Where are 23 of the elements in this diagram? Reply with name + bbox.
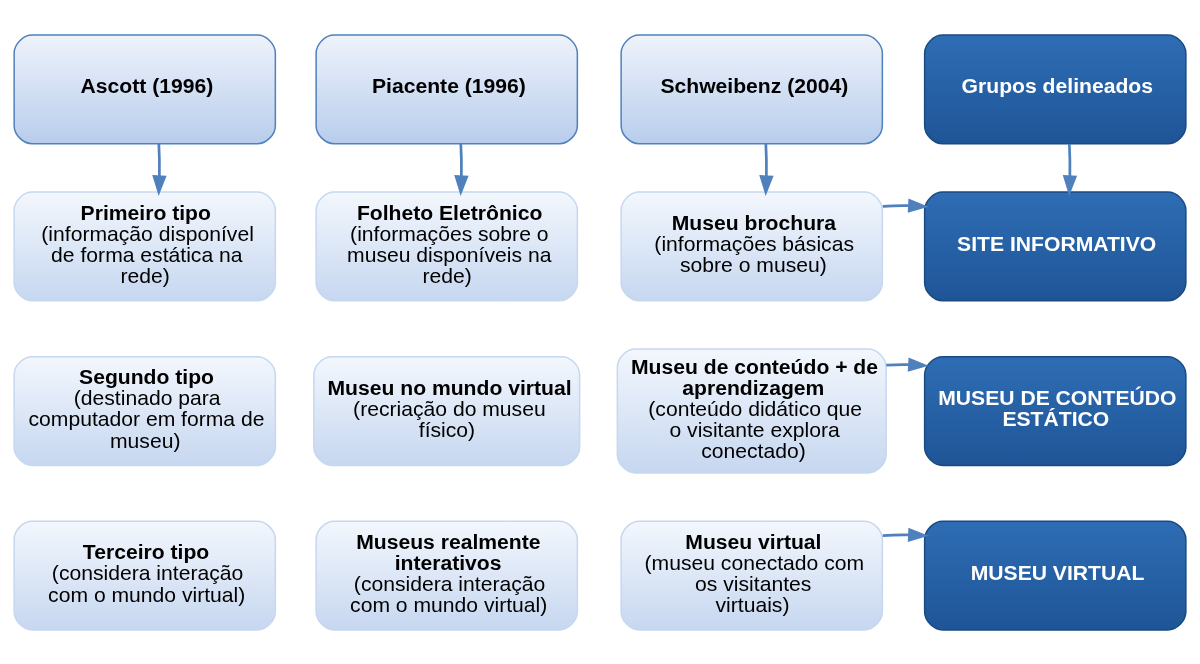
node-box: Grupos delineados bbox=[923, 33, 1187, 144]
node-box: Primeiro tipo (informação disponível de forma estática na rede) bbox=[13, 190, 277, 302]
node-box: Folheto Eletrônico (informações sobre o museu disponíveis na rede) bbox=[315, 190, 579, 302]
node-box: Museu de conteúdo + de aprendizagem (conteúdo didático que o visitante explora conectado) bbox=[616, 347, 887, 474]
node-box: Terceiro tipo (considera interação com o mundo virtual) bbox=[13, 520, 277, 631]
node-box: Ascott (1996) bbox=[13, 33, 277, 144]
arrow bbox=[882, 527, 929, 542]
arrow bbox=[152, 143, 167, 196]
node-box: Museu virtual (museu conectado com os visitantes virtuais) bbox=[620, 520, 884, 631]
node-box: Schweibenz (2004) bbox=[620, 33, 884, 144]
arrow bbox=[882, 198, 929, 213]
node-box: MUSEU DE CONTEÚDO ESTÁTICO bbox=[923, 355, 1187, 466]
node-box: Museu no mundo virtual (recriação do museu físico) bbox=[313, 355, 581, 466]
node-box: SITE INFORMATIVO bbox=[923, 190, 1187, 302]
arrow bbox=[759, 143, 774, 196]
node-box: Piacente (1996) bbox=[315, 33, 579, 144]
node-box: Museus realmente interativos (considera interação com o mundo virtual) bbox=[315, 520, 579, 631]
node-box: Museu brochura (informações básicas sobre o museu) bbox=[620, 190, 884, 302]
arrow bbox=[1062, 143, 1078, 196]
node-box: MUSEU VIRTUAL bbox=[923, 520, 1187, 631]
arrow bbox=[886, 356, 929, 372]
arrow bbox=[454, 143, 469, 196]
node-box: Segundo tipo (destinado para computador em forma de museu) bbox=[13, 355, 277, 466]
